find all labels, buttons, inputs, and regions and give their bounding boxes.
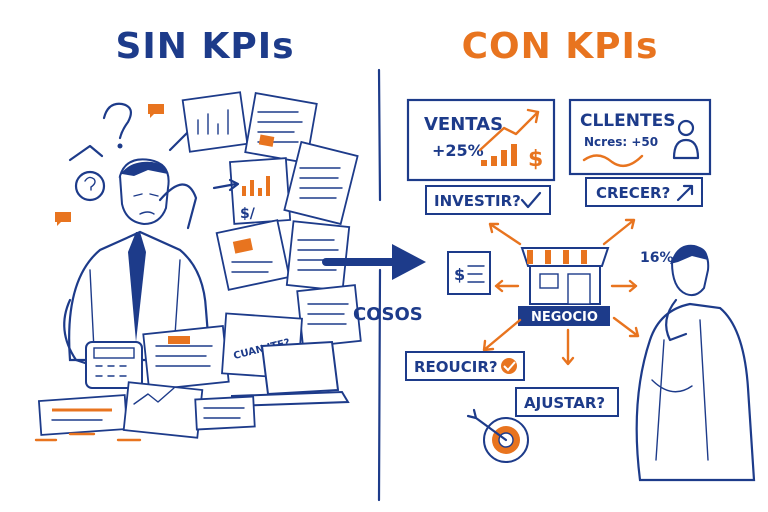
arrow-right-icon: [322, 244, 426, 280]
question-bubble-icon: [74, 170, 106, 202]
left-title: SIN KPIs: [115, 26, 294, 67]
arrow-up-right-icon: [676, 184, 694, 202]
store-icon: NEGOCIO: [518, 247, 610, 326]
thinking-man: [635, 244, 756, 482]
negocio-label: NEGOCIO: [531, 310, 598, 325]
chaos-scene: $/: [34, 91, 426, 442]
dollar-icon: $: [528, 147, 543, 172]
percent-label: 16%: [640, 250, 674, 266]
clientes-value: Ncres: +50: [584, 135, 658, 149]
clientes-card: CLLENTES Ncres: +50: [568, 98, 712, 176]
question-mark-icon: [102, 102, 133, 149]
bar-chart-icon: [242, 176, 270, 196]
stressed-man: [63, 158, 212, 372]
crecer-label: CRECER?: [596, 184, 670, 202]
ventas-card: VENTAS +25% $: [406, 98, 556, 182]
person-icon: [672, 119, 700, 160]
svg-text:$: $: [454, 265, 465, 284]
crecer-tag: CRECER?: [585, 177, 703, 207]
right-title: CON KPIs: [462, 26, 659, 67]
cosos-label: COSOS: [353, 304, 423, 325]
ventas-title: VENTAS: [424, 114, 503, 135]
reducir-tag: REOUCIR?: [405, 351, 525, 381]
check-circle-icon: [501, 358, 517, 374]
receipt-icon: $: [447, 251, 491, 295]
checkmark-icon: [520, 191, 542, 209]
connector-arrows: [482, 218, 640, 366]
invertir-tag: INVESTIR?: [425, 185, 551, 215]
kpi-scene: VENTAS +25% $ INVESTIR? CLLENTES Ncres: …: [405, 98, 756, 482]
calculator-icon: [85, 341, 143, 389]
reducir-label: REOUCIR?: [414, 358, 498, 376]
trend-arrow-icon: [478, 110, 540, 152]
ajustar-label: AJUSTAR?: [524, 394, 605, 412]
chat-bubble-icon: [55, 104, 164, 226]
clientes-title: CLLENTES: [580, 111, 675, 131]
dollar-icon: $/: [240, 206, 256, 222]
laptop-icon: [231, 340, 350, 408]
flying-papers: $/: [181, 91, 362, 348]
desk-clutter: CUAN ITE?: [34, 312, 350, 442]
ventas-value: +25%: [432, 141, 484, 160]
center-divider: [377, 68, 382, 502]
target-icon: [466, 408, 529, 463]
ajustar-tag: AJUSTAR?: [515, 387, 619, 417]
invertir-label: INVESTIR?: [434, 192, 521, 210]
